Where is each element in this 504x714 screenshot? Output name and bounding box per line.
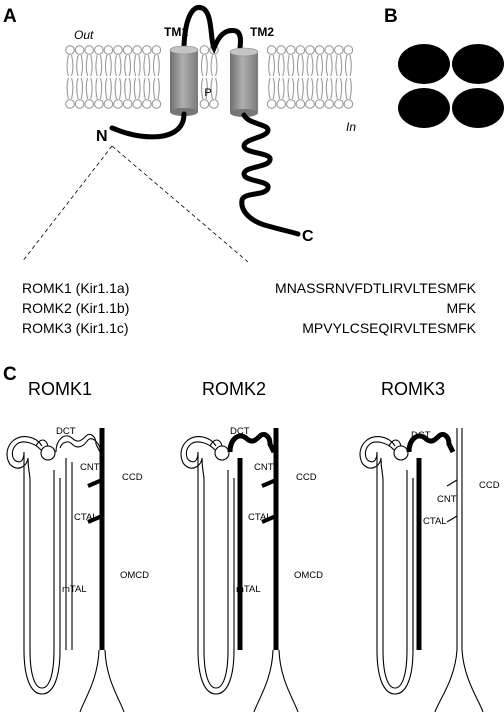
tubule-loop: [35, 439, 49, 447]
papillary-duct: [253, 649, 299, 713]
n-terminus-label: N: [96, 128, 108, 145]
in-label: In: [346, 120, 356, 134]
dashed-line-right: [111, 145, 249, 263]
n-terminal-tail: [109, 111, 187, 140]
pore-label: P: [204, 87, 211, 99]
panel-b-letter: B: [384, 6, 398, 27]
region-label-mtal: mTAL: [62, 584, 87, 595]
nephron-title: ROMK3: [381, 379, 445, 399]
nephron-title: ROMK2: [202, 379, 266, 399]
cnt-branch: [87, 478, 103, 488]
region-label-ctal: CTAL: [74, 512, 98, 523]
region-label-cnt: CNT: [80, 462, 100, 473]
proximal-tubule-inner: [185, 441, 235, 695]
tm1-label: TM1: [164, 25, 188, 39]
proximal-tubule-inner: [364, 441, 414, 695]
cnt-branch: [87, 514, 103, 524]
region-label-omcd: OMCD: [294, 570, 323, 581]
panel-c-letter: C: [3, 364, 17, 385]
papillary-duct: [434, 649, 484, 713]
nephron-title: ROMK1: [28, 379, 92, 399]
region-label-omcd: OMCD: [120, 570, 149, 581]
isoform-sequence: MNASSRNVFDTLIRVLTESMFK: [275, 280, 477, 296]
proximal-tubule-inner: [11, 441, 61, 695]
isoform-sequence: MPVYLCSEQIRVLTESMFK: [302, 320, 476, 336]
proximal-tubule-outer: [6, 436, 55, 689]
tetramer-subunits: [398, 44, 504, 128]
region-label-ccd: CCD: [122, 472, 143, 483]
region-label-ccd: CCD: [479, 480, 500, 491]
proximal-tubule-outer: [180, 436, 229, 689]
glomerulus: [214, 445, 230, 461]
region-label-ctal: CTAL: [248, 512, 272, 523]
glomerulus: [40, 445, 56, 461]
lipid-bilayer: [65, 45, 354, 109]
proximal-tubule-outer: [359, 436, 408, 689]
collecting-duct: [456, 428, 463, 650]
isoform-name: ROMK3 (Kir1.1c): [22, 320, 129, 336]
isoform-sequence: MFK: [446, 300, 476, 316]
region-label-ctal: CTAL: [423, 516, 447, 527]
panel-a-letter: A: [3, 6, 17, 27]
c-terminus-label: C: [302, 228, 314, 245]
dct-segment: [227, 431, 277, 454]
cnt-branch: [446, 479, 458, 523]
region-label-dct: DCT: [230, 426, 250, 437]
cnt-branch: [261, 478, 277, 488]
isoform-name: ROMK2 (Kir1.1b): [22, 300, 129, 316]
cnt-branch: [261, 514, 277, 524]
extracellular-loop: [181, 5, 243, 55]
isoform-name: ROMK1 (Kir1.1a): [22, 280, 129, 296]
c-terminal-tail: [239, 112, 301, 237]
tm2-helix: [229, 47, 259, 117]
region-label-cnt: CNT: [437, 494, 457, 505]
out-label: Out: [74, 28, 94, 42]
tubule-loop: [209, 439, 223, 447]
dct-inner: [59, 438, 101, 449]
region-label-cnt: CNT: [254, 462, 274, 473]
tm1-helix: [169, 45, 199, 116]
region-label-dct: DCT: [56, 426, 76, 437]
tubule-loop: [388, 439, 402, 447]
dashed-line-left: [21, 145, 113, 263]
glomerulus: [393, 445, 409, 461]
papillary-duct: [79, 649, 125, 713]
dct-segment: [406, 431, 456, 454]
dct-segment: [55, 433, 101, 453]
region-label-mtal: mTAL: [236, 584, 261, 595]
region-label-ccd: CCD: [296, 472, 317, 483]
tm2-label: TM2: [250, 25, 274, 39]
region-label-dct: DCT: [411, 430, 431, 441]
